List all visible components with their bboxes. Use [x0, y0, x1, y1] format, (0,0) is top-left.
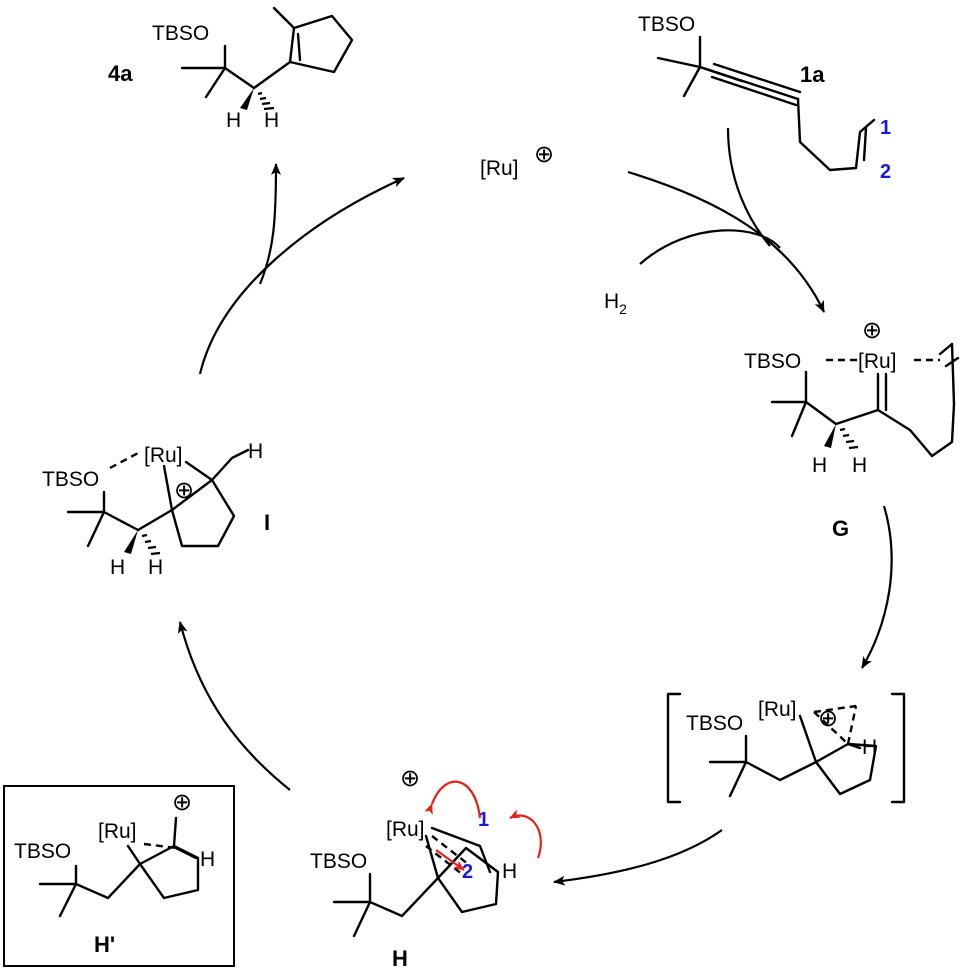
- compound-id-4a: 4a: [108, 61, 133, 86]
- h-label: H: [502, 860, 517, 883]
- hprime-charge: ⊕: [172, 789, 192, 816]
- carbon-number-1: 1: [478, 809, 489, 831]
- bracket-charge: ⊕: [818, 705, 838, 732]
- bracket-intermediate: TBSO [Ru] ⊕ H: [666, 692, 906, 804]
- cycle-arrows: [177, 127, 893, 886]
- h-label: H: [200, 848, 215, 871]
- catalyst-label: [Ru]: [480, 157, 519, 180]
- h-left: H: [110, 556, 125, 579]
- compound-id-i: I: [264, 510, 270, 535]
- intermediate-h: ⊕ [Ru] TBSO H 1 2 H: [310, 765, 542, 971]
- tbso-label: TBSO: [686, 712, 743, 735]
- compound-id-h-prime: H': [94, 932, 115, 957]
- h-charge: ⊕: [400, 765, 420, 792]
- arrow-i-to-catalyst: [198, 176, 405, 375]
- intermediate-i: [Ru] H TBSO ⊕ H H I: [42, 440, 270, 579]
- h2-reagent: H2: [604, 290, 627, 317]
- arrow-to-g: [627, 170, 825, 313]
- h-right: H: [264, 109, 279, 132]
- compound-1a: TBSO 1a 1 2: [638, 13, 891, 183]
- ru-label: [Ru]: [144, 444, 183, 467]
- ru-label: [Ru]: [98, 820, 137, 843]
- h-left: H: [226, 109, 241, 132]
- h-label: H: [862, 736, 877, 759]
- carbon-number-2: 2: [462, 861, 473, 883]
- h-right: H: [148, 556, 163, 579]
- tbso-label: TBSO: [744, 350, 801, 373]
- g-charge: ⊕: [862, 317, 882, 344]
- ru-label: [Ru]: [386, 818, 425, 841]
- ru-catalyst: [Ru] ⊕: [480, 141, 554, 180]
- tbso-label: TBSO: [152, 22, 209, 45]
- intermediate-h-prime-box: ⊕ [Ru] TBSO H H': [3, 785, 235, 967]
- ru-label: [Ru]: [858, 350, 897, 373]
- arrow-bracket-to-h: [553, 829, 723, 886]
- arrow-h2-join: [639, 229, 781, 265]
- arrow-release-4a: [258, 163, 281, 285]
- arrow-h-to-i: [177, 621, 291, 791]
- catalyst-charge: ⊕: [534, 141, 554, 168]
- tbso-label: TBSO: [14, 840, 71, 863]
- h-left: H: [812, 454, 827, 477]
- h-top: H: [248, 440, 263, 463]
- compound-id-g: G: [832, 516, 849, 541]
- ru-label: [Ru]: [758, 698, 797, 721]
- h2-symbol: H2: [604, 290, 627, 317]
- h-right: H: [852, 454, 867, 477]
- tbso-label: TBSO: [310, 850, 367, 873]
- arrow-1a-join: [726, 127, 771, 247]
- tbso-label: TBSO: [42, 468, 99, 491]
- compound-id-h: H: [392, 946, 408, 971]
- arrow-g-to-bracket: [861, 505, 893, 669]
- tbso-label: TBSO: [638, 13, 695, 36]
- carbon-number-2: 2: [880, 161, 891, 183]
- carbon-number-1: 1: [880, 117, 891, 139]
- intermediate-g: ⊕ TBSO [Ru] H H G: [744, 317, 960, 541]
- compound-id-1a: 1a: [800, 62, 825, 87]
- compound-4a: TBSO 4a H H: [108, 6, 354, 132]
